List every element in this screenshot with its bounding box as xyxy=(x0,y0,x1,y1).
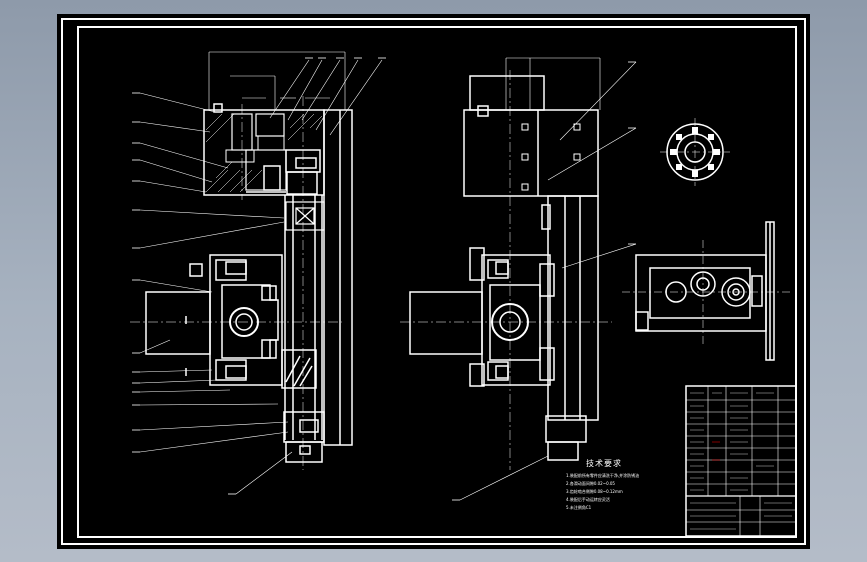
technical-note-line: 3.齿轮啮合侧隙0.08~0.12mm xyxy=(566,489,623,494)
front-section-view xyxy=(130,51,386,495)
mid-dimensions xyxy=(505,57,601,110)
drawing-sheet xyxy=(57,14,810,549)
left-centerlines xyxy=(130,96,342,470)
title-block-red-marks xyxy=(712,441,720,461)
mid-centerlines xyxy=(400,70,612,470)
outer-frame xyxy=(61,18,806,545)
coupling-upper xyxy=(285,201,325,231)
top-dimensions xyxy=(208,51,346,110)
coupling-lower xyxy=(281,349,325,463)
bearing-detail-view xyxy=(660,118,730,186)
technical-note-line: 5.未注倒角C1 xyxy=(566,505,592,510)
technical-note-line: 1.装配前所有零件应清洗干净,并涂防锈油 xyxy=(566,473,640,478)
inner-frame xyxy=(77,26,797,538)
left-leader-lines xyxy=(139,92,293,495)
gearbox-top-view xyxy=(622,221,790,361)
mid-lower-block xyxy=(545,415,587,461)
mid-balloon-ticks xyxy=(452,61,636,501)
mid-leader-lines xyxy=(459,61,637,501)
mid-input-shaft xyxy=(409,291,483,355)
input-shaft xyxy=(145,291,211,376)
mid-column xyxy=(541,195,599,421)
side-view xyxy=(400,57,637,501)
technical-note-line: 2.各滑动面间隙0.02~0.05 xyxy=(566,481,615,486)
balloon-ticks xyxy=(132,57,386,495)
technical-note-line: 4.装配后手动运转应灵活 xyxy=(566,497,610,502)
motor-box xyxy=(463,75,599,197)
side-plate xyxy=(284,109,353,446)
technical-notes-title: 技术要求 xyxy=(586,459,622,468)
title-block xyxy=(685,385,797,537)
